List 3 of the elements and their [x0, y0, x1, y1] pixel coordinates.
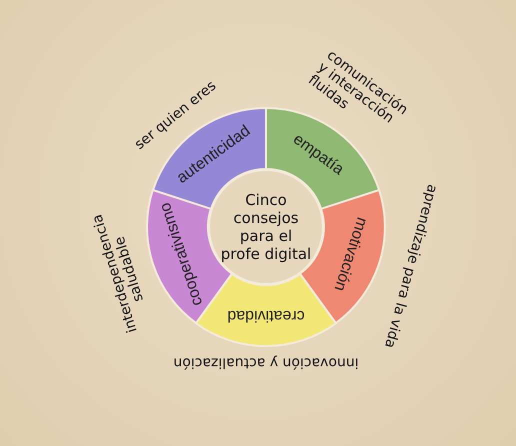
segment-caption: innovación y actualización [172, 354, 360, 370]
center-title: Cinco consejos para el profe digital [220, 191, 312, 263]
segment-label: creatividad [227, 307, 305, 324]
